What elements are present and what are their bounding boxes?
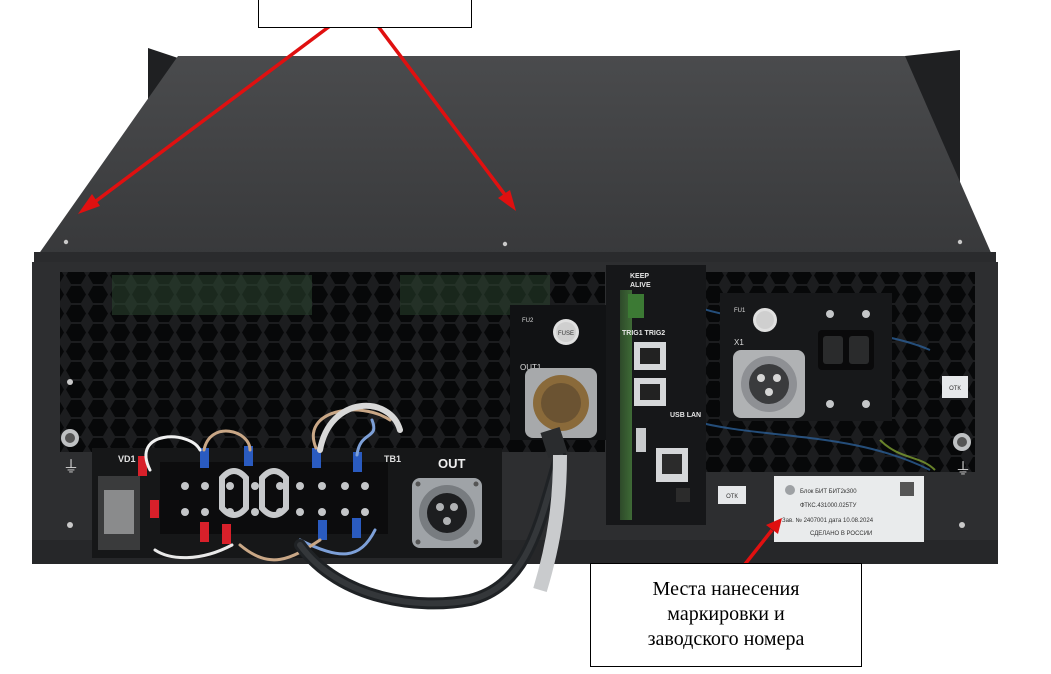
small-tag-right-text: ОТК: [949, 386, 961, 392]
out-connector: [412, 478, 482, 548]
terminal-lugs: [138, 446, 362, 544]
x1-label: X1: [734, 338, 744, 347]
arrow-right-head: [498, 190, 516, 211]
arrow-bottom-head: [766, 518, 782, 534]
trig-ports-label: TRIG1 TRIG2: [622, 330, 665, 337]
out-label: OUT: [438, 456, 466, 471]
rating-label-line-2: ФТКС.431000.025ТУ: [800, 503, 857, 509]
svg-text:⏚: ⏚: [955, 460, 971, 478]
ground-jack-left: ⏚: [61, 379, 79, 528]
vd1-label: VD1: [118, 454, 136, 464]
rating-label-line-4: СДЕЛАНО В РОССИИ: [810, 531, 872, 537]
callout-line-2: маркировки и: [667, 603, 785, 625]
out1-connector: [525, 368, 597, 438]
fuse-label-out1: FUSE: [558, 331, 574, 337]
trig-ports: [634, 342, 666, 406]
callout-line-3: заводского номера: [647, 628, 805, 650]
power-switch: [818, 310, 874, 408]
rating-label-line-3: Зав. № 2407001 дата 10.08.2024: [782, 517, 874, 524]
small-tag-right: [942, 376, 968, 398]
out1-label: OUT1: [520, 363, 542, 372]
out1-cable: [533, 426, 568, 593]
ground-jack-right: ⏚: [953, 433, 971, 528]
pcb-behind-grille: [112, 275, 312, 315]
jumper-links: [219, 468, 289, 518]
arrow-left-head: [78, 194, 100, 214]
fuse-rating-out1: FU2: [522, 318, 534, 324]
arrow-bottom: [740, 528, 774, 570]
callout-marking-box: Места нанесения маркировки и заводского …: [590, 563, 862, 667]
callout-top-box: [258, 0, 472, 28]
rating-label: Блок БИТ БИТ2к300 ФТКС.431000.025ТУ Зав.…: [774, 476, 924, 542]
arrows: [78, 3, 782, 570]
fuse-holder-out1: FUSE: [553, 319, 579, 345]
control-pcb-board: [620, 290, 632, 520]
small-tag-left: [718, 486, 746, 504]
wires: [144, 402, 566, 610]
callout-line-1: Места нанесения: [652, 578, 800, 600]
fuse-rating-x1: FU1: [734, 308, 746, 314]
keep-alive-label-1: KEEP: [630, 273, 649, 280]
small-tag-left-text: ОТК: [726, 494, 738, 500]
keep-alive-label-2: ALIVE: [630, 282, 651, 289]
usb-lan-ports: [636, 428, 690, 502]
lid-screws: [63, 239, 963, 247]
svg-text:⏚: ⏚: [63, 458, 79, 476]
x1-connector: [733, 350, 805, 418]
arrow-right: [360, 3, 508, 198]
usb-lan-label: USB LAN: [670, 412, 701, 419]
rating-label-line-1: Блок БИТ БИТ2к300: [800, 489, 857, 495]
diode-body: [104, 490, 134, 534]
fuse-holder-x1: [753, 308, 777, 332]
keep-alive-connector: [628, 294, 644, 318]
tb1-label: TB1: [384, 454, 401, 464]
top-lid: [38, 56, 992, 255]
arrow-left: [90, 3, 360, 206]
